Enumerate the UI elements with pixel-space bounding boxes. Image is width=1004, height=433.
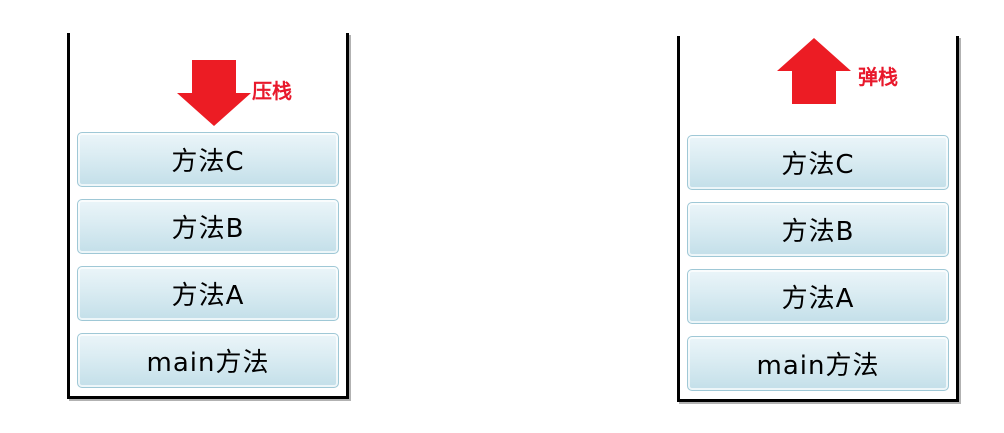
stack-item-label: main方法 bbox=[146, 348, 270, 378]
stack-item-label: 方法C bbox=[781, 150, 855, 180]
stack-item: 方法C bbox=[687, 135, 949, 190]
stack-item: 方法A bbox=[77, 266, 339, 321]
pop-label: 弹栈 bbox=[858, 67, 898, 89]
stack-item: 方法B bbox=[687, 202, 949, 257]
stack-item: 方法A bbox=[687, 269, 949, 324]
pop-stack-container: 弹栈 方法C 方法B 方法A main方法 bbox=[677, 36, 959, 402]
stack-item: main方法 bbox=[77, 333, 339, 388]
stack-item: main方法 bbox=[687, 336, 949, 391]
push-down-arrow-icon bbox=[177, 60, 251, 126]
stack-item-label: main方法 bbox=[756, 351, 880, 381]
push-label: 压栈 bbox=[252, 81, 292, 103]
stack-item-label: 方法A bbox=[171, 281, 245, 311]
down-arrow-shape bbox=[177, 60, 251, 126]
up-arrow-shape bbox=[777, 38, 851, 104]
stack-item-label: 方法A bbox=[781, 284, 855, 314]
stack-item-label: 方法B bbox=[171, 214, 245, 244]
stack-item: 方法B bbox=[77, 199, 339, 254]
push-stack-container: 压栈 方法C 方法B 方法A main方法 bbox=[67, 33, 349, 399]
stack-item-label: 方法B bbox=[781, 217, 855, 247]
stack-item: 方法C bbox=[77, 132, 339, 187]
pop-up-arrow-icon bbox=[777, 38, 851, 104]
stack-item-label: 方法C bbox=[171, 147, 245, 177]
